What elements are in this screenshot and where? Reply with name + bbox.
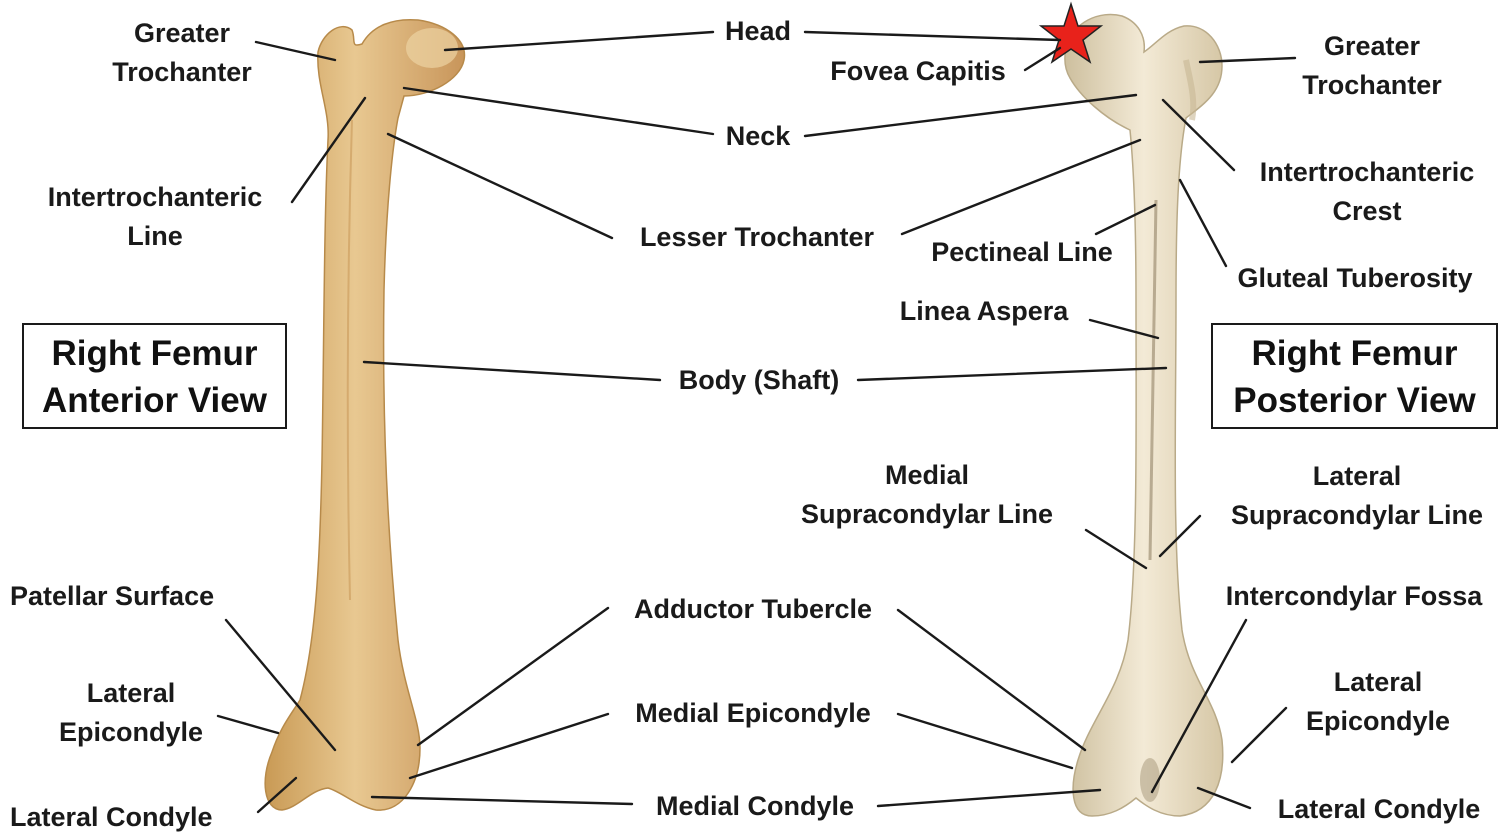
label-posterior-lateral-condyle: Lateral Condyle [1277,794,1481,824]
posterior-view-title: Right Femur Posterior View [1211,323,1498,429]
posterior-femur-image [1064,13,1224,817]
leader-lines [216,30,1297,814]
label-medial-condyle: Medial Condyle [655,791,855,821]
label-body-shaft: Body (Shaft) [678,365,840,395]
label-head: Head [724,16,792,46]
label-neck: Neck [725,121,791,151]
label-anterior-lateral-epicondyle: Lateral Epicondyle [58,678,204,747]
label-lateral-supracondylar-line: Lateral Supracondylar Line [1230,461,1484,530]
label-pectineal-line: Pectineal Line [931,237,1113,267]
anterior-femur-image [264,18,466,811]
label-anterior-lateral-condyle: Lateral Condyle [10,802,213,832]
label-medial-supracondylar-line: Medial Supracondylar Line [800,460,1054,529]
label-gluteal-tuberosity: Gluteal Tuberosity [1237,263,1473,293]
label-posterior-greater-trochanter: Greater Trochanter [1302,31,1442,100]
label-intercondylar-fossa: Intercondylar Fossa [1225,581,1483,611]
fovea-star-marker [1038,1,1104,64]
label-medial-epicondyle: Medial Epicondyle [635,698,871,728]
anterior-view-title: Right Femur Anterior View [22,323,287,429]
label-anterior-greater-trochanter: Greater Trochanter [112,18,252,87]
label-patellar-surface: Patellar Surface [10,581,215,611]
label-linea-aspera: Linea Aspera [899,296,1069,326]
label-adductor-tubercle: Adductor Tubercle [633,594,873,624]
label-lesser-trochanter: Lesser Trochanter [639,222,875,252]
label-posterior-lateral-epicondyle: Lateral Epicondyle [1305,667,1451,736]
label-intertrochanteric-crest: Intertrochanteric Crest [1259,157,1475,226]
label-fovea-capitis: Fovea Capitis [830,56,1006,86]
label-intertrochanteric-line: Intertrochanteric Line [47,182,263,251]
